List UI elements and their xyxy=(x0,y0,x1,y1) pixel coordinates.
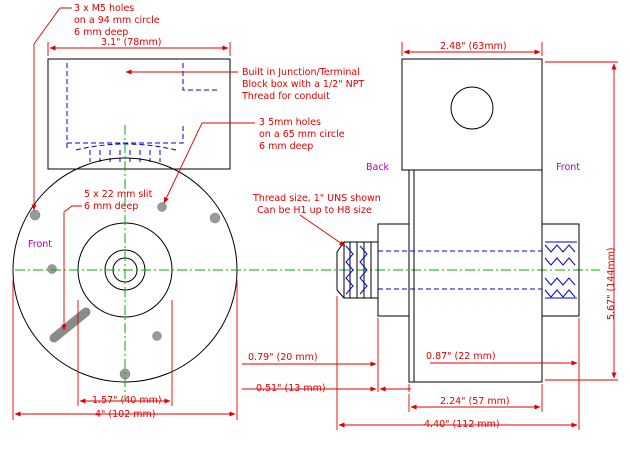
note-5mm-holes-1: 3 5mm holes xyxy=(259,117,321,128)
dim-shaft-079: 0.79" (20 mm) xyxy=(248,352,318,363)
dim-body-224: 2.24" (57 mm) xyxy=(440,396,510,407)
m5-hole xyxy=(29,209,41,221)
conduit-hole xyxy=(450,86,494,130)
dim-shaft-051: 0.51" (13 mm) xyxy=(256,383,326,394)
dimension-lines xyxy=(12,42,618,430)
note-junction-2: Block box with a 1/2" NPT xyxy=(242,79,364,90)
leader-lines xyxy=(31,7,346,331)
dim-side-width: 2.48" (63mm) xyxy=(440,41,507,52)
note-slit-2: 6 mm deep xyxy=(84,201,138,212)
small-hole xyxy=(47,264,57,274)
dim-hub-diameter: 1.57" (40 mm) xyxy=(92,395,162,406)
note-thread-2: Can be H1 up to H8 size xyxy=(257,205,372,216)
dim-height: 5.67" (144mm) xyxy=(606,247,617,320)
m5-hole xyxy=(209,212,221,224)
note-slit-1: 5 x 22 mm slit xyxy=(84,189,153,200)
small-hole xyxy=(152,331,162,341)
label-back: Back xyxy=(366,162,390,173)
note-m5-holes-3: 6 mm deep xyxy=(74,27,128,38)
junction-box-front xyxy=(47,58,231,170)
note-junction-3: Thread for conduit xyxy=(241,91,330,102)
label-front-left: Front xyxy=(28,239,52,250)
note-5mm-holes-2: on a 65 mm circle xyxy=(259,129,345,140)
dim-overall-440: 4.40" (112 mm) xyxy=(424,419,500,430)
dim-box-width: 3.1" (78mm) xyxy=(101,37,162,48)
note-5mm-holes-3: 6 mm deep xyxy=(259,141,313,152)
note-m5-holes-1: 3 x M5 holes xyxy=(74,3,134,14)
label-front-right: Front xyxy=(556,162,580,173)
dim-face-diameter: 4" (102 mm) xyxy=(95,409,156,420)
junction-box-side xyxy=(401,58,543,171)
note-m5-holes-2: on a 94 mm circle xyxy=(74,15,160,26)
slit xyxy=(49,307,91,343)
front-view xyxy=(12,58,600,400)
dim-front-087: 0.87" (22 mm) xyxy=(426,351,496,362)
annotations: 3 x M5 holes on a 94 mm circle 6 mm deep… xyxy=(28,3,617,430)
small-hole xyxy=(157,202,167,212)
side-view xyxy=(336,58,580,383)
note-junction-1: Built in Junction/Terminal xyxy=(242,67,360,78)
note-thread-1: Thread size, 1" UNS shown xyxy=(252,193,381,204)
